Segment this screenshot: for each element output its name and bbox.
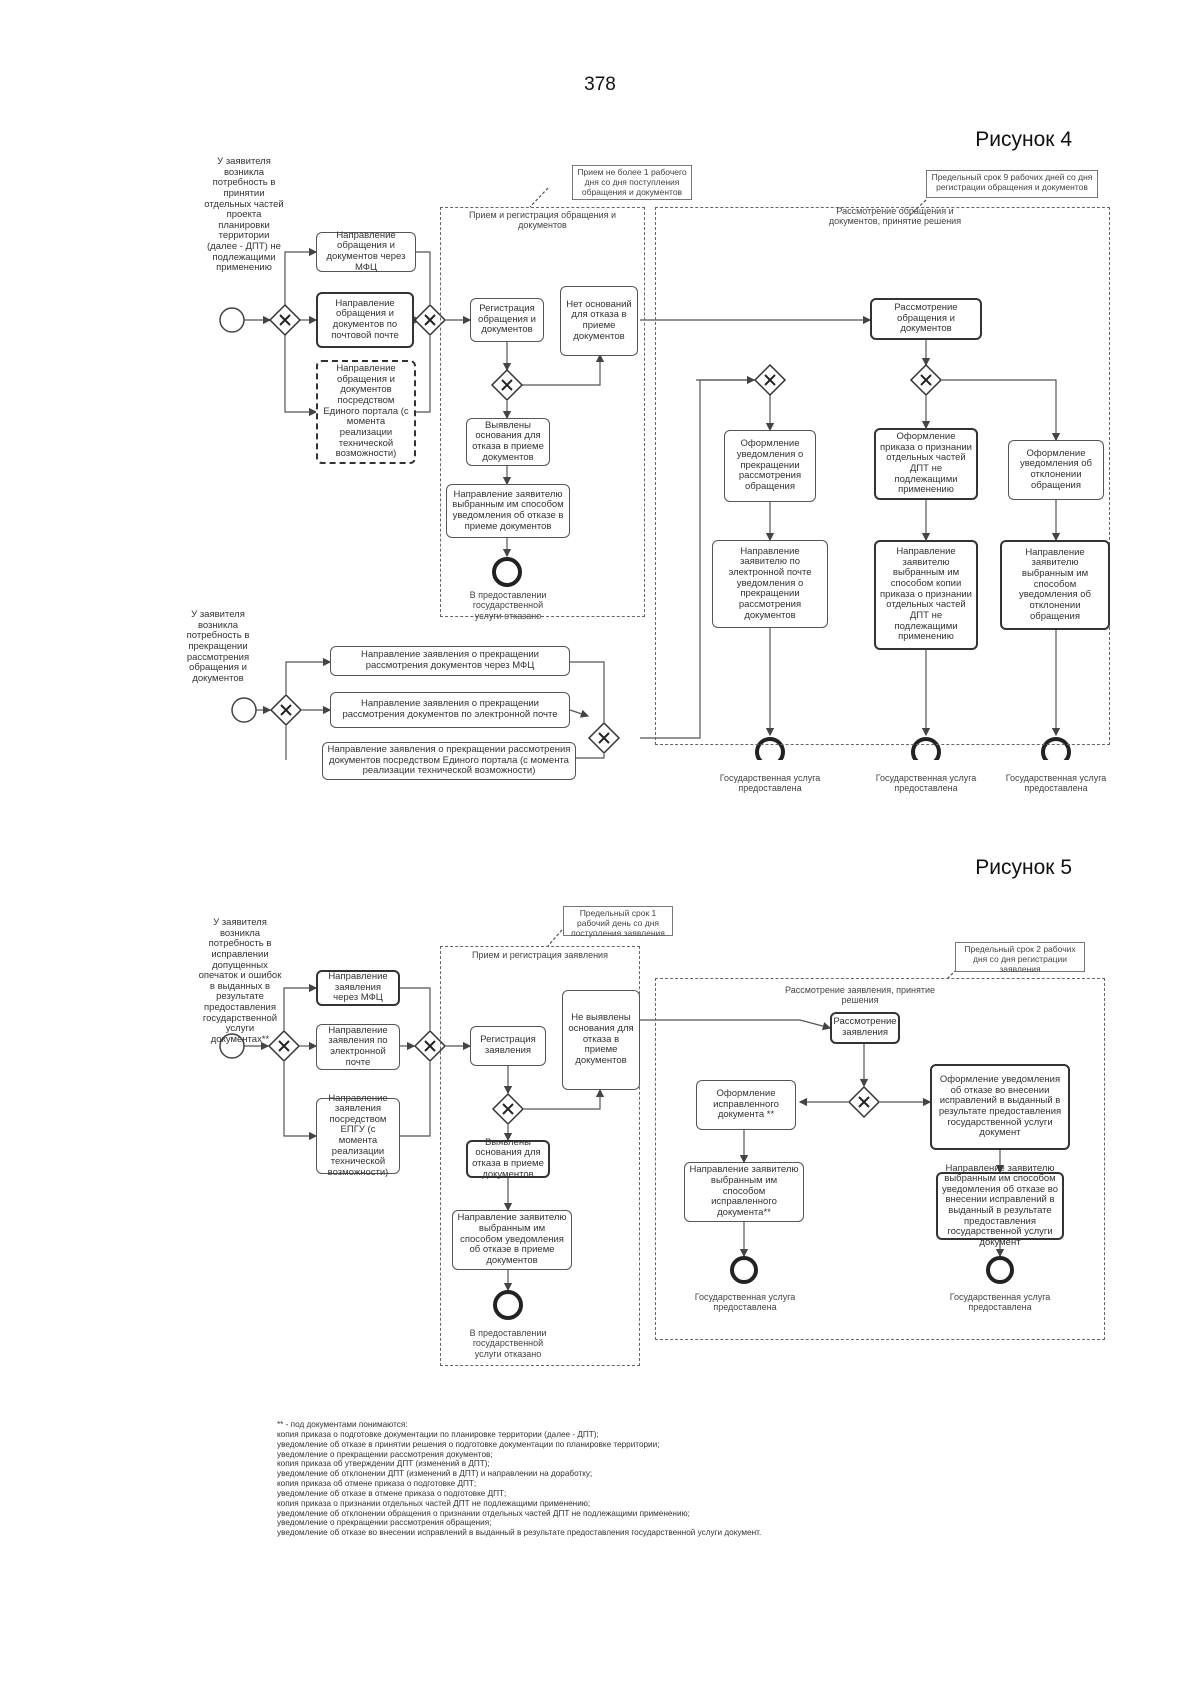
fig5-register-box: Регистрация заявления [470, 1026, 546, 1066]
fig5-left-box: Оформление исправленного документа ** [696, 1080, 796, 1130]
figure-5-title: Рисунок 5 [975, 856, 1072, 879]
branch2-box: Оформление приказа о признании отдельных… [874, 428, 978, 500]
figure-5-connectors [219, 929, 1014, 1320]
glossary-line: уведомление о прекращении рассмотрения д… [277, 1449, 493, 1459]
fig5-grounds-box: Выявлены основания для отказа в приеме д… [466, 1137, 550, 1179]
lane-intake [440, 207, 645, 617]
stop-channel-mfc: Направление заявления о прекращении расс… [330, 646, 570, 676]
start-event-2 [231, 697, 257, 723]
no-grounds-box: Нет оснований для отказа в приеме докуме… [560, 286, 638, 356]
start-label-top: У заявителя возникла потребность в приня… [204, 156, 284, 274]
fig5-right-box: Оформление уведомления об отказе во внес… [930, 1064, 1070, 1150]
glossary-line: уведомление об отказе в отмене приказа о… [277, 1488, 507, 1498]
fig5-start-label: У заявителя возникла потребность в испра… [198, 917, 282, 1045]
figure-4-title: Рисунок 4 [975, 128, 1072, 151]
fig5-refusal-end-label: В предоставлении государственной услуги … [469, 1328, 547, 1359]
glossary-line: копия приказа о подготовке документации … [277, 1429, 599, 1439]
fig5-lane-review [655, 978, 1105, 1340]
channel-post: Направление обращения и документов по по… [316, 292, 414, 348]
fig5-review-box: Рассмотрение заявления [830, 1012, 900, 1044]
glossary-line: копия приказа об отмене приказа о подгот… [277, 1479, 477, 1489]
fig5-end-right [986, 1256, 1014, 1284]
fig5-start-event [219, 1033, 245, 1059]
glossary-line: ** - под документами понимаются: [277, 1420, 408, 1429]
stop-channel-portal: Направление заявления о прекращении расс… [322, 742, 576, 780]
lane-review-note: Предельный срок 9 рабочих дней со дня ре… [926, 170, 1098, 198]
grounds-box: Выявлены основания для отказа в приеме д… [466, 418, 550, 466]
glossary-line: уведомление о прекращении рассмотрения о… [277, 1518, 492, 1528]
branch1-box: Оформление уведомления о прекращении рас… [724, 430, 816, 502]
branch1b-box: Направление заявителю по электронной поч… [712, 540, 828, 628]
fig5-lane-intake [440, 946, 640, 1366]
start-label-bottom: У заявителя возникла потребность в прекр… [186, 609, 250, 684]
end1-label: Государственная услуга предоставлена [719, 773, 821, 794]
glossary-line: уведомление об отклонении ДПТ (изменений… [277, 1469, 593, 1479]
send-refusal-box: Направление заявителю выбранным им спосо… [446, 484, 570, 538]
fig5-end-refusal [493, 1290, 523, 1320]
glossary-line: уведомление об отказе в принятии решения… [277, 1439, 660, 1449]
lane-review-title: Рассмотрение обращения и документов, при… [828, 206, 962, 227]
end-event-refusal [492, 557, 522, 587]
fig5-lane-review-note: Предельный срок 2 рабочих дня со дня рег… [955, 942, 1085, 973]
fig5-channel-email: Направление заявления по электронной поч… [316, 1024, 400, 1070]
branch3-box: Оформление уведомления об отклонении обр… [1008, 440, 1104, 500]
fig5-lane-intake-title: Прием и регистрация заявления [472, 950, 608, 960]
start-event-1 [219, 307, 245, 333]
lane-review [655, 207, 1110, 745]
fig5-right-b-box: Направление заявителю выбранным им спосо… [936, 1163, 1064, 1248]
glossary-line: уведомление об отклонении обращения о пр… [277, 1508, 690, 1518]
lane-intake-note: Прием не более 1 рабочего дня со дня пос… [572, 165, 692, 200]
fig5-no-grounds-box: Не выявлены основания для отказа в прием… [562, 990, 640, 1090]
stop-channel-email: Направление заявления о прекращении расс… [330, 692, 570, 728]
review-box: Рассмотрение обращения и документов [870, 298, 982, 340]
fig5-left-b-box: Направление заявителю выбранным им спосо… [684, 1162, 804, 1222]
refusal-end-label: В предоставлении государственной услуги … [469, 590, 547, 621]
glossary-line: копия приказа об утверждении ДПТ (измене… [277, 1459, 490, 1469]
end2-label: Государственная услуга предоставлена [875, 773, 977, 794]
fig5-channel-mfc: Направление заявления через МФЦ [316, 970, 400, 1006]
channel-mfc: Направление обращения и документов через… [316, 230, 416, 272]
page-number: 378 [584, 74, 616, 95]
fig5-end-right-label: Государственная услуга предоставлена [949, 1292, 1051, 1313]
figure-4-connectors [219, 187, 1071, 760]
branch2b-box: Направление заявителю выбранным им спосо… [874, 540, 978, 650]
fig5-lane-intake-note: Предельный срок 1 рабочий день со дня по… [563, 906, 673, 937]
channel-portal: Направление обращения и документов посре… [316, 360, 416, 464]
fig5-end-left-label: Государственная услуга предоставлена [694, 1292, 796, 1313]
end3-label: Государственная услуга предоставлена [1005, 773, 1107, 794]
fig5-lane-review-title: Рассмотрение заявления, принятие решения [785, 985, 935, 1006]
register-box: Регистрация обращения и документов [470, 298, 544, 342]
glossary-line: копия приказа о признании отдельных част… [277, 1498, 591, 1508]
fig5-channel-portal: Направление заявления посредством ЕПГУ (… [316, 1093, 400, 1178]
fig5-end-left [730, 1256, 758, 1284]
lane-intake-title: Прием и регистрация обращения и документ… [468, 210, 617, 231]
glossary: ** - под документами понимаются: копия п… [277, 1420, 837, 1538]
glossary-line: уведомление об отказе во внесении исправ… [277, 1528, 762, 1538]
branch3b-box: Направление заявителю выбранным им спосо… [1000, 540, 1110, 630]
fig5-send-refusal-box: Направление заявителю выбранным им спосо… [452, 1210, 572, 1270]
